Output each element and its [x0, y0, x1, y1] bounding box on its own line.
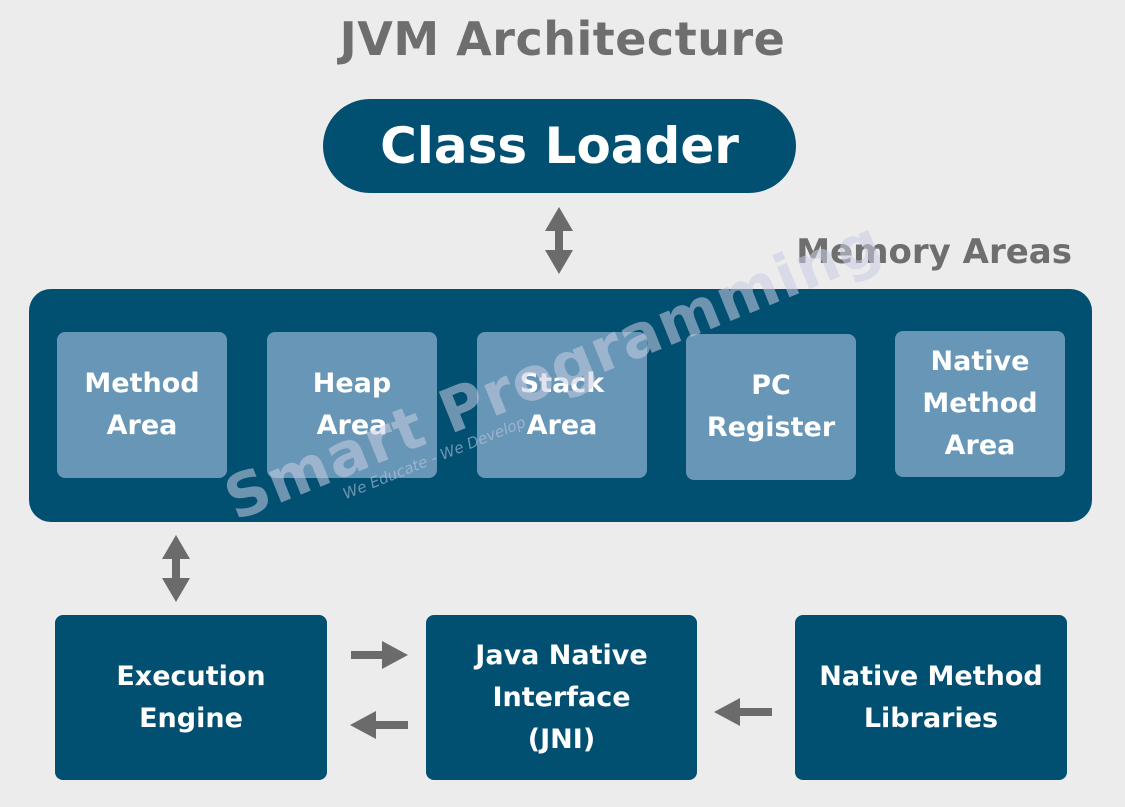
- memory-areas-label: Memory Areas: [796, 232, 1072, 272]
- stack-area-box: Stack Area: [477, 332, 647, 478]
- pc-register-box: PC Register: [686, 334, 856, 480]
- pc-register-label: PC Register: [706, 370, 836, 443]
- jni-label: Java Native Interface (JNI): [475, 639, 648, 755]
- method-area-box: Method Area: [57, 332, 227, 478]
- class-loader-box: Class Loader: [323, 99, 796, 193]
- stack-area-label: Stack Area: [519, 368, 605, 441]
- arrow-right-execution-jni-icon: [351, 641, 408, 669]
- heap-area-box: Heap Area: [267, 332, 437, 478]
- execution-engine-label: Execution Engine: [116, 660, 266, 734]
- method-area-label: Method Area: [84, 368, 200, 441]
- native-method-libraries-box: Native Method Libraries: [795, 615, 1067, 780]
- heap-area-label: Heap Area: [312, 368, 392, 441]
- native-method-area-box: Native Method Area: [895, 331, 1065, 477]
- arrow-left-jni-execution-icon: [350, 711, 408, 739]
- jni-box: Java Native Interface (JNI): [426, 615, 697, 780]
- diagram-title: JVM Architecture: [339, 12, 786, 66]
- class-loader-label: Class Loader: [380, 117, 739, 175]
- native-method-area-label: Native Method Area: [922, 346, 1038, 461]
- execution-engine-box: Execution Engine: [55, 615, 327, 780]
- double-arrow-classloader-memory-icon: [545, 207, 573, 274]
- arrow-left-libraries-jni-icon: [714, 698, 772, 726]
- double-arrow-memory-execution-icon: [162, 535, 190, 602]
- native-method-libraries-label: Native Method Libraries: [819, 660, 1043, 734]
